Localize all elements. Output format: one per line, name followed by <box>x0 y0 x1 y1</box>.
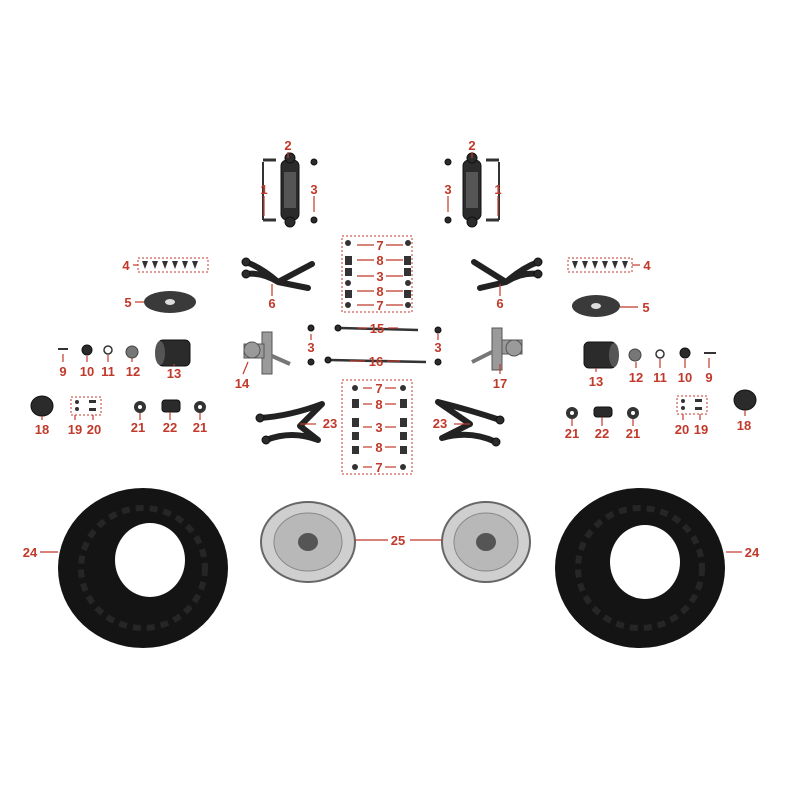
rim-right <box>441 501 531 583</box>
lower-a-arm-right <box>435 399 505 447</box>
callout-20: 20 <box>675 422 689 437</box>
tire-left <box>58 488 228 648</box>
callout-19: 19 <box>694 422 708 437</box>
callout-10: 10 <box>80 364 94 379</box>
leader-lines <box>40 152 746 553</box>
callout-7: 7 <box>376 298 383 313</box>
callout-12: 12 <box>629 370 643 385</box>
washer-set-right <box>567 257 633 273</box>
callout-3: 3 <box>444 182 451 197</box>
callout-21: 21 <box>565 426 579 441</box>
spacers-left <box>134 399 206 413</box>
rim-left <box>260 501 356 583</box>
callout-5: 5 <box>642 300 649 315</box>
shock-bolt-right <box>486 158 500 222</box>
callout-17: 17 <box>493 376 507 391</box>
callout-12: 12 <box>126 364 140 379</box>
callout-9: 9 <box>705 370 712 385</box>
steering-knuckle-right <box>471 327 523 371</box>
callout-10: 10 <box>678 370 692 385</box>
callout-8: 8 <box>376 253 383 268</box>
brake-disc-right <box>572 295 620 317</box>
callout-18: 18 <box>35 422 49 437</box>
callout-3: 3 <box>310 182 317 197</box>
bearing-set-right <box>676 395 708 415</box>
callout-7: 7 <box>375 460 382 475</box>
callout-23: 23 <box>323 416 337 431</box>
long-bolt-15 <box>334 324 419 332</box>
callout-8: 8 <box>375 397 382 412</box>
callout-13: 13 <box>589 374 603 389</box>
nuts-middle <box>307 324 442 366</box>
brake-disc-left <box>144 291 196 313</box>
bearing-set-left <box>70 396 102 416</box>
callout-3: 3 <box>434 340 441 355</box>
callout-14: 14 <box>235 376 250 391</box>
small-parts-right <box>628 347 716 362</box>
callout-3: 3 <box>376 269 383 284</box>
callout-8: 8 <box>375 440 382 455</box>
callout-1: 1 <box>494 182 501 197</box>
callout-21: 21 <box>193 420 207 435</box>
callout-2: 2 <box>284 138 291 153</box>
shock-nuts-right <box>444 158 452 224</box>
long-bolt-16 <box>324 356 427 364</box>
washer-set-left <box>137 257 209 273</box>
wheel-hub-left <box>155 339 191 367</box>
callout-8: 8 <box>376 284 383 299</box>
callout-22: 22 <box>163 420 177 435</box>
callout-9: 9 <box>59 364 66 379</box>
callout-21: 21 <box>626 426 640 441</box>
callout-20: 20 <box>87 422 101 437</box>
callout-16: 16 <box>369 354 383 369</box>
shock-absorber-right <box>462 152 482 228</box>
shock-nuts-left <box>310 158 318 224</box>
lower-a-arm-left <box>255 401 325 445</box>
callout-15: 15 <box>370 321 384 336</box>
wheel-hub-right <box>583 341 619 369</box>
callout-11: 11 <box>101 364 115 379</box>
callout-4: 4 <box>643 258 651 273</box>
callout-1: 1 <box>260 182 267 197</box>
callout-21: 21 <box>131 420 145 435</box>
callout-13: 13 <box>167 366 181 381</box>
callout-18: 18 <box>737 418 751 433</box>
callout-2: 2 <box>468 138 475 153</box>
spacers-right <box>566 406 639 419</box>
callout-25: 25 <box>391 533 405 548</box>
upper-a-arm-left <box>241 257 315 291</box>
callout-6: 6 <box>496 296 503 311</box>
shock-absorber-left <box>280 152 300 228</box>
callout-24: 24 <box>745 545 760 560</box>
callout-19: 19 <box>68 422 82 437</box>
callout-5: 5 <box>124 295 131 310</box>
callout-6: 6 <box>268 296 275 311</box>
callout-11: 11 <box>653 370 667 385</box>
callout-labels: 1 2 3 3 2 1 4 4 5 5 6 6 7 8 3 8 7 15 16 … <box>23 138 760 560</box>
lower-bolt-stack <box>341 379 413 475</box>
shock-bolt-left <box>262 158 276 222</box>
hub-cap-left <box>30 395 54 417</box>
tire-right <box>555 488 725 648</box>
callout-3: 3 <box>375 420 382 435</box>
callout-3: 3 <box>307 340 314 355</box>
small-parts-left <box>58 344 139 359</box>
hub-cap-right <box>733 389 757 411</box>
upper-a-arm-right <box>471 257 543 291</box>
steering-knuckle-left <box>243 331 291 375</box>
callout-23: 23 <box>433 416 447 431</box>
upper-bolt-stack <box>341 235 413 313</box>
callout-7: 7 <box>375 381 382 396</box>
callout-24: 24 <box>23 545 38 560</box>
callout-7: 7 <box>376 238 383 253</box>
callout-22: 22 <box>595 426 609 441</box>
callout-4: 4 <box>122 258 130 273</box>
